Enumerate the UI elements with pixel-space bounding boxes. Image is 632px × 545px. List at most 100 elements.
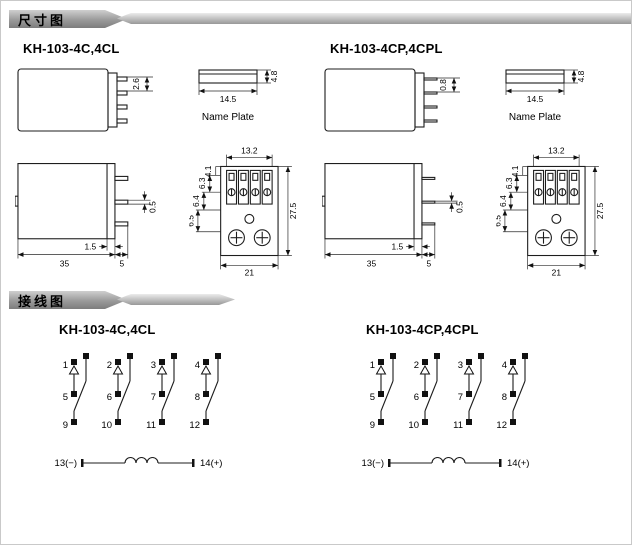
wiring-column-left: KH-103-4C,4CL 1 5 9 <box>9 320 316 485</box>
dimensions-banner-head: 尺寸图 <box>9 10 127 28</box>
wiring-pole-4: 4 8 12 <box>496 353 528 431</box>
terminal-label-nc: 2 <box>107 360 112 371</box>
terminal-label-com: 9 <box>63 420 68 431</box>
terminal-label-nc: 1 <box>63 360 68 371</box>
wiring-section-label: 接线图 <box>18 293 67 309</box>
terminal-label-com: 10 <box>101 420 112 431</box>
dim-label-socket-d2: 6.3 <box>197 177 207 189</box>
terminal-label-nc: 4 <box>502 360 507 371</box>
wiring-column-right: KH-103-4CP,4CPL 1 5 <box>316 320 623 485</box>
wiring-pole-4: 4 8 12 <box>189 353 221 431</box>
name-plate-drawing-left: 14.5 4.8 Name Plate <box>198 69 279 123</box>
dim-label-socket-height: 27.5 <box>595 202 605 219</box>
dim-label-body-width: 35 <box>60 258 70 268</box>
coil-label-positive: 14(+) <box>200 458 222 469</box>
coil-label-negative: 13(−) <box>55 458 77 469</box>
wiring-pole-3: 3 7 11 <box>146 353 177 431</box>
dimension-column-left: KH-103-4C,4CL 2.6 <box>9 39 316 278</box>
mounting-screws <box>228 229 272 247</box>
dim-label-socket-width: 21 <box>245 267 255 277</box>
dim-label-flange-offset: 1.5 <box>391 242 403 252</box>
terminal-label-no: 6 <box>107 392 112 403</box>
terminal-label-com: 10 <box>408 420 419 431</box>
dim-label-socket-d3: 6.4 <box>191 195 201 207</box>
terminal-label-no: 5 <box>370 392 375 403</box>
dim-row-top-right: 0.8 14.5 4.8 Name Plate <box>322 64 621 138</box>
dim-label-side-pin-offset: 2.6 <box>131 78 141 90</box>
wiring-pole-1: 1 5 9 <box>370 353 396 431</box>
dim-label-socket-d1: 4.1 <box>510 165 520 177</box>
dimension-column-right: KH-103-4CP,4CPL 0.8 <box>316 39 623 278</box>
name-plate-drawing-right: 14.5 4.8 Name Plate <box>505 69 586 123</box>
dim-label-body-width: 35 <box>367 258 377 268</box>
dimensions-banner-tail <box>117 13 631 24</box>
dim-label-plate-width: 14.5 <box>220 94 237 104</box>
model-title-wiring-left: KH-103-4C,4CL <box>59 322 156 337</box>
dim-label-socket-d3: 6.4 <box>498 195 508 207</box>
terminal-label-no: 7 <box>458 392 463 403</box>
coil-label-positive: 14(+) <box>507 458 529 469</box>
socket-view-drawing-right: 13.2 <box>496 146 605 278</box>
name-plate-caption: Name Plate <box>202 112 255 123</box>
dim-label-plate-height: 4.8 <box>269 70 279 82</box>
coil-right: 13(−) 14(+) <box>362 457 529 469</box>
dimension-columns: KH-103-4C,4CL 2.6 <box>9 39 623 278</box>
wiring-diagram-left-wrap: 1 5 9 2 6 <box>33 345 314 485</box>
dim-label-socket-d4: 6.5 <box>496 215 502 227</box>
terminal-slots <box>533 169 580 205</box>
dimensions-banner: 尺寸图 <box>9 9 631 29</box>
dim-label-flange-offset: 1.5 <box>84 242 96 252</box>
dim-row-bottom-left: 0.5 1.5 35 5 <box>15 142 314 278</box>
model-title-dim-left: KH-103-4C,4CL <box>23 41 120 56</box>
dim-label-pin-thickness: 0.5 <box>148 201 158 213</box>
wiring-columns: KH-103-4C,4CL 1 5 9 <box>9 320 623 485</box>
wiring-pole-3: 3 7 11 <box>453 353 484 431</box>
coil-label-negative: 13(−) <box>362 458 384 469</box>
dim-label-socket-width: 21 <box>552 267 562 277</box>
dim-label-socket-pitch: 13.2 <box>241 146 258 156</box>
terminal-label-no: 8 <box>502 392 507 403</box>
terminal-label-nc: 2 <box>414 360 419 371</box>
wiring-pole-2: 2 6 10 <box>408 353 440 431</box>
center-hole <box>551 213 562 224</box>
dim-row-bottom-right: 0.5 1.5 35 5 <box>322 142 621 278</box>
dim-label-socket-d1: 4.1 <box>203 165 213 177</box>
wiring-pole-2: 2 6 10 <box>101 353 133 431</box>
terminal-label-com: 11 <box>453 420 463 431</box>
dim-label-socket-pitch: 13.2 <box>548 146 565 156</box>
wiring-pole-1: 1 5 9 <box>63 353 89 431</box>
side-view-drawing-right: 0.8 <box>324 68 460 132</box>
terminal-slots <box>226 169 273 205</box>
dim-label-socket-d2: 6.3 <box>504 177 514 189</box>
name-plate-caption: Name Plate <box>509 112 562 123</box>
terminal-label-no: 5 <box>63 392 68 403</box>
dim-label-socket-d4: 6.5 <box>189 215 195 227</box>
socket-view-drawing-left: 13.2 <box>189 146 298 278</box>
front-view-drawing-left: 0.5 1.5 35 5 <box>15 163 158 268</box>
terminal-label-com: 9 <box>370 420 375 431</box>
terminal-label-com: 12 <box>189 420 200 431</box>
dim-label-plate-width: 14.5 <box>527 94 544 104</box>
wiring-diagram-left: 1 5 9 2 6 <box>55 353 222 469</box>
wiring-banner-tail <box>117 294 235 305</box>
dim-row-top-left: 2.6 14.5 4.8 Name Plate <box>15 64 314 138</box>
dim-label-pin-length: 5 <box>120 258 125 268</box>
terminal-label-no: 8 <box>195 392 200 403</box>
dim-label-plate-height: 4.8 <box>576 70 586 82</box>
dim-label-socket-height: 27.5 <box>288 202 298 219</box>
terminal-label-com: 12 <box>496 420 507 431</box>
terminal-label-no: 6 <box>414 392 419 403</box>
model-title-wiring-right: KH-103-4CP,4CPL <box>366 322 479 337</box>
terminal-label-com: 11 <box>146 420 156 431</box>
dim-label-pin-thickness: 0.5 <box>455 201 465 213</box>
wiring-banner: 接线图 <box>9 290 623 310</box>
wiring-diagram-right: 1 5 9 2 6 <box>362 353 529 469</box>
dimensions-section-label: 尺寸图 <box>18 12 67 28</box>
terminal-label-no: 7 <box>151 392 156 403</box>
wiring-diagram-right-wrap: 1 5 9 2 6 <box>340 345 621 485</box>
model-title-dim-right: KH-103-4CP,4CPL <box>330 41 443 56</box>
terminal-label-nc: 4 <box>195 360 200 371</box>
wiring-banner-head: 接线图 <box>9 291 127 309</box>
mounting-screws <box>535 229 579 247</box>
